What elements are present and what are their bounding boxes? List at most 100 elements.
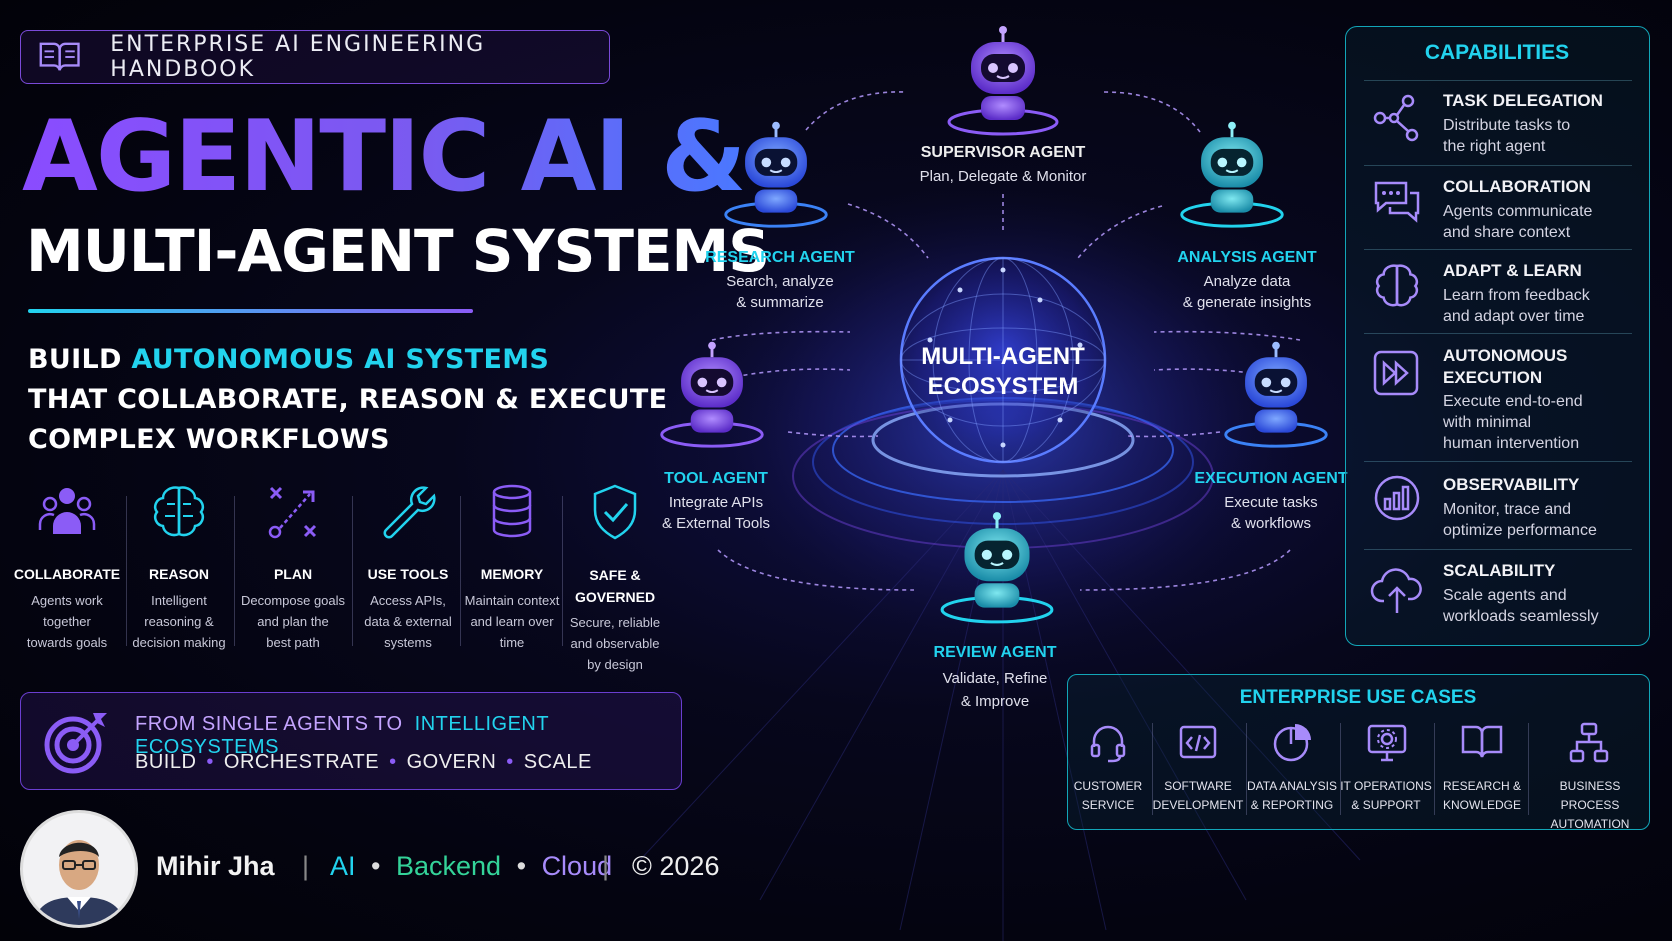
banner-prefix: FROM SINGLE AGENTS TO xyxy=(135,713,403,735)
copyright: © 2026 xyxy=(632,851,720,881)
divider xyxy=(1364,549,1632,550)
execution-robot-icon xyxy=(1224,341,1328,448)
analysis-robot-icon xyxy=(1180,121,1284,228)
use-case-label-line: CUSTOMER xyxy=(1073,779,1143,793)
feature-title: GOVERNED xyxy=(574,589,656,605)
use-cases-heading: ENTERPRISE USE CASES xyxy=(1239,687,1477,708)
capability-title: ADAPT & LEARN xyxy=(1443,261,1582,280)
feature-desc: by design xyxy=(587,657,643,672)
ecosystem-label-line: MULTI-AGENT xyxy=(921,343,1085,370)
capability-title: AUTONOMOUS EXECUTION xyxy=(1443,345,1567,389)
capability-desc: Agents communicate and share context xyxy=(1443,201,1643,243)
use-case-label-line: & REPORTING xyxy=(1250,798,1334,812)
divider xyxy=(1364,461,1632,462)
divider xyxy=(234,496,235,646)
person-portrait-icon xyxy=(33,840,125,925)
banner-highlight: INTELLIGENT ECOSYSTEMS xyxy=(135,713,549,758)
capabilities-panel: CAPABILITIES TASK DELEGATION Distribute … xyxy=(1345,26,1650,646)
feature-desc: and plan the xyxy=(257,614,329,629)
capability-desc-line: Monitor, trace and xyxy=(1443,501,1572,518)
use-case-label-line: SERVICE xyxy=(1081,798,1135,812)
fast-forward-icon xyxy=(1373,350,1419,396)
agent-review: REVIEW AGENT Validate, Refine & Improve xyxy=(905,644,1085,713)
use-case-label-line: DATA ANALYSIS xyxy=(1246,779,1338,793)
banner-step: GOVERN xyxy=(406,751,497,773)
capability-desc-line: human intervention xyxy=(1443,435,1580,452)
divider xyxy=(126,496,127,646)
page-title-line1: AGENTIC AI & xyxy=(22,100,746,214)
agent-name: TOOL AGENT xyxy=(664,470,768,487)
use-case-label-line: RESEARCH & xyxy=(1442,779,1522,793)
footer-separator: | xyxy=(302,851,310,881)
open-book-icon xyxy=(1461,725,1503,758)
divider xyxy=(1364,333,1632,334)
agent-desc: Integrate APIs xyxy=(668,494,764,511)
agent-name: SUPERVISOR AGENT xyxy=(920,144,1086,161)
divider xyxy=(1364,165,1632,166)
open-book-icon xyxy=(39,42,80,71)
use-case-label: IT OPERATIONS & SUPPORT xyxy=(1338,777,1434,815)
workflow-icon xyxy=(1569,722,1609,763)
tag-cloud: Cloud xyxy=(541,851,613,881)
divider xyxy=(562,496,563,646)
use-cases-panel: ENTERPRISE USE CASES CUSTOMER SERVICE SO… xyxy=(1067,674,1650,831)
shield-check-icon xyxy=(593,484,637,540)
title-divider xyxy=(28,309,473,313)
feature-collaborate: COLLABORATE Agents work together towards… xyxy=(12,482,122,653)
capability-title-line: EXECUTION xyxy=(1443,368,1543,387)
capability-desc-line: optimize performance xyxy=(1443,522,1597,539)
feature-title: REASON xyxy=(149,566,209,582)
code-window-icon xyxy=(1179,725,1217,759)
capability-desc-line: and adapt over time xyxy=(1443,308,1585,325)
use-case-label-line: KNOWLEDGE xyxy=(1442,798,1521,812)
agent-desc: & External Tools xyxy=(661,515,771,532)
use-case-label-line: & SUPPORT xyxy=(1351,798,1421,812)
feature-desc: towards goals xyxy=(26,635,108,650)
agent-desc: & workflows xyxy=(1230,515,1312,532)
feature-desc: decision making xyxy=(132,635,226,650)
capability-title: SCALABILITY xyxy=(1443,561,1556,580)
agent-desc: Plan, Delegate & Monitor xyxy=(919,168,1087,185)
capability-desc-line: the right agent xyxy=(1443,138,1546,155)
banner-step: ORCHESTRATE xyxy=(223,751,380,773)
feature-desc: Maintain context xyxy=(464,593,560,608)
use-case-label-line: AUTOMATION xyxy=(1550,817,1630,831)
agent-name: RESEARCH AGENT xyxy=(705,249,855,266)
feature-desc: Secure, reliable xyxy=(569,615,661,630)
divider xyxy=(1364,249,1632,250)
brain-icon xyxy=(1375,264,1419,307)
banner-steps: BUILD•ORCHESTRATE•GOVERN•SCALE xyxy=(135,751,592,773)
subtitle-line2: THAT COLLABORATE, REASON & EXECUTE xyxy=(28,384,668,415)
use-case-label-line: IT OPERATIONS xyxy=(1340,779,1432,793)
divider xyxy=(1364,80,1632,81)
chat-bubbles-icon xyxy=(1374,181,1420,223)
use-case-label: DATA ANALYSIS & REPORTING xyxy=(1244,777,1340,815)
divider xyxy=(1246,723,1247,815)
capability-desc-line: Scale agents and xyxy=(1443,587,1567,604)
subtitle-highlight: AUTONOMOUS AI SYSTEMS xyxy=(131,344,550,375)
capability-desc-line: with minimal xyxy=(1443,414,1532,431)
subtitle-line3: COMPLEX WORKFLOWS xyxy=(28,424,390,455)
banner-step: BUILD xyxy=(135,751,197,773)
agent-desc: Validate, Refine xyxy=(942,670,1048,687)
feature-plan: PLAN Decompose goals and plan the best p… xyxy=(238,482,348,653)
cloud-upload-icon xyxy=(1370,568,1422,613)
feature-reason: REASON Intelligent reasoning & decision … xyxy=(124,482,234,653)
capability-title: TASK DELEGATION xyxy=(1443,91,1603,110)
banner-title: FROM SINGLE AGENTS TO INTELLIGENT ECOSYS… xyxy=(135,713,681,759)
ecosystem-banner: FROM SINGLE AGENTS TO INTELLIGENT ECOSYS… xyxy=(20,692,682,790)
agent-name: EXECUTION AGENT xyxy=(1194,470,1348,487)
capability-desc: Scale agents and workloads seamlessly xyxy=(1443,585,1643,627)
feature-desc: together xyxy=(43,614,91,629)
capability-desc-line: Learn from feedback xyxy=(1443,287,1590,304)
agent-supervisor: SUPERVISOR AGENT Plan, Delegate & Monito… xyxy=(903,144,1103,187)
feature-desc: best path xyxy=(266,635,320,650)
capability-title-line: AUTONOMOUS xyxy=(1443,346,1568,365)
page-title-line2: MULTI-AGENT SYSTEMS xyxy=(26,217,770,285)
avatar xyxy=(20,810,138,928)
capability-desc: Execute end-to-end with minimal human in… xyxy=(1443,391,1643,454)
feature-title: MEMORY xyxy=(480,566,544,582)
divider xyxy=(460,496,461,646)
target-icon xyxy=(44,713,107,774)
headset-icon xyxy=(1090,725,1126,763)
